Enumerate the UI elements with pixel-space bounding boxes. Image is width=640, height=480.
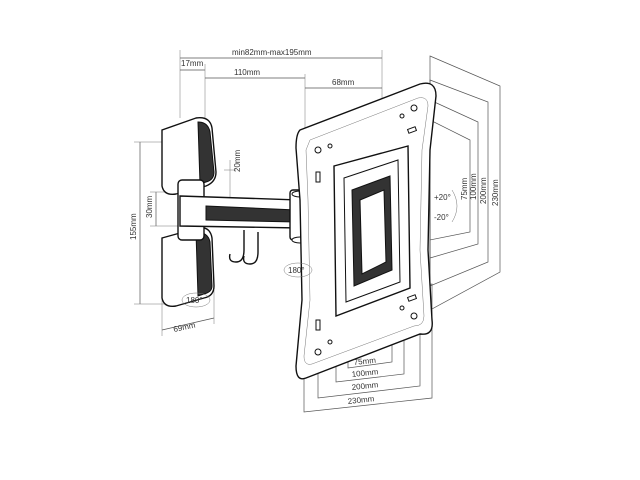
label-vesa-h-75: 75mm	[353, 356, 376, 367]
label-arm-swivel: 180°	[288, 266, 305, 275]
label-vesa-v-230: 230mm	[491, 179, 500, 206]
label-arm-height: 20mm	[233, 149, 242, 172]
rotation-arrows	[181, 189, 458, 308]
label-tilt-up: +20°	[434, 193, 451, 202]
label-wall-height: 155mm	[129, 213, 138, 240]
label-vesa-h-230: 230mm	[347, 394, 375, 406]
label-vesa-h-200: 200mm	[351, 380, 379, 392]
tilt-arrow-icon	[451, 189, 458, 223]
label-top-span: min82mm-max195mm	[232, 48, 312, 57]
label-vesa-v-200: 200mm	[479, 177, 488, 204]
label-tilt-down: -20°	[434, 213, 449, 222]
label-wall-swivel: 180°	[186, 296, 203, 305]
dimension-labels: min82mm-max195mm 17mm 110mm 68mm 20mm 30…	[129, 48, 500, 406]
label-vesa-h-100: 100mm	[351, 367, 379, 379]
label-vesa-v-100: 100mm	[469, 173, 478, 200]
label-arm-length: 110mm	[234, 68, 260, 77]
label-vesa-v-75: 75mm	[460, 177, 469, 200]
label-wall-depth: 17mm	[181, 59, 204, 68]
arm-swivel-arrow-icon	[283, 262, 313, 278]
label-plate-depth: 68mm	[332, 78, 355, 87]
label-arm-thick: 30mm	[145, 195, 154, 218]
vesa-plate	[295, 82, 437, 380]
wall-swivel-arrow-icon	[181, 292, 211, 308]
label-wall-width: 69mm	[173, 320, 197, 333]
